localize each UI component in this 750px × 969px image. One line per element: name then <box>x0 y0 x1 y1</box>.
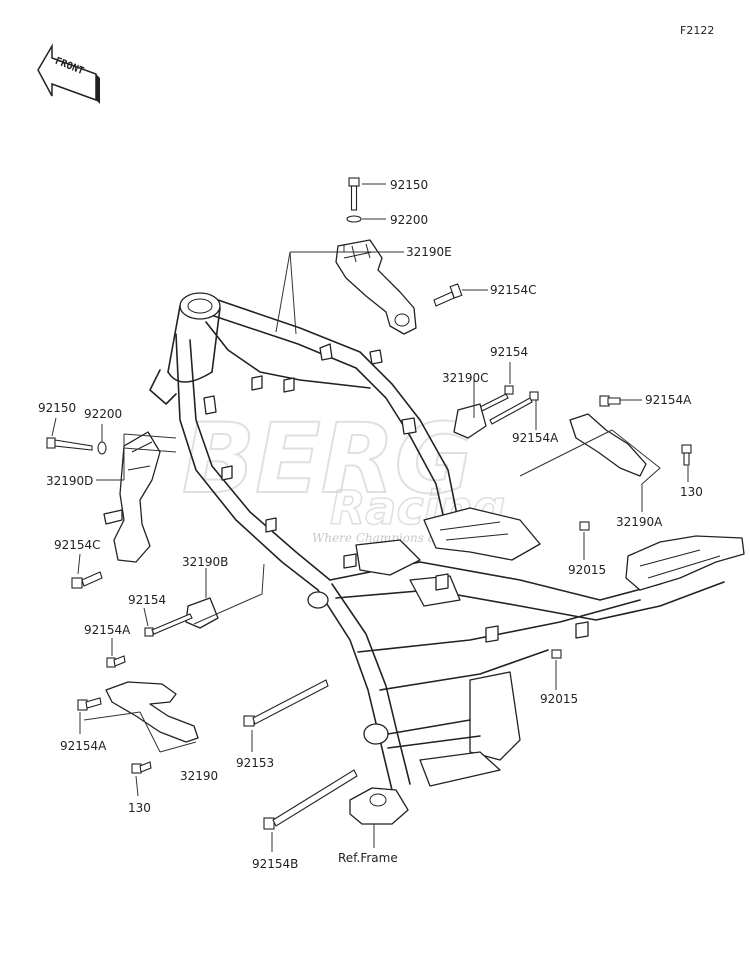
bracket-32190E <box>335 239 417 335</box>
label-92154A-mid: 92154A <box>512 431 559 445</box>
nut-92015-b <box>551 649 562 659</box>
bolt-92153 <box>243 679 329 727</box>
bracket-32190D <box>103 431 161 563</box>
label-130-left: 130 <box>128 801 151 815</box>
nut-92015-a <box>579 521 590 531</box>
bolt-92154A-mid <box>489 391 539 425</box>
label-ref-frame: Ref.Frame <box>338 851 398 865</box>
label-92154A-left2: 92154A <box>60 739 107 753</box>
label-92154C-left: 92154C <box>54 538 101 552</box>
label-32190C: 32190C <box>442 371 489 385</box>
front-arrow-icon: FRONT <box>37 43 100 104</box>
label-92200-top: 92200 <box>390 213 428 227</box>
bracket-32190B <box>185 597 219 629</box>
sheet-code: F2122 <box>680 24 714 37</box>
label-32190D: 32190D <box>46 474 93 488</box>
label-32190E: 32190E <box>406 245 452 259</box>
label-92015-b: 92015 <box>540 692 578 706</box>
label-92153: 92153 <box>236 756 274 770</box>
bolt-130-left <box>131 761 152 774</box>
label-92154A-right: 92154A <box>645 393 692 407</box>
label-92154-left: 92154 <box>128 593 166 607</box>
bolt-92150-top <box>348 177 360 211</box>
label-92154B: 92154B <box>252 857 298 871</box>
washer-92200-left <box>97 441 107 455</box>
bolt-92154B <box>263 769 358 830</box>
label-92154-mid: 92154 <box>490 345 528 359</box>
bolt-92154A-left2 <box>77 697 102 711</box>
label-32190A: 32190A <box>616 515 663 529</box>
watermark-brand: BERG <box>182 403 473 515</box>
bracket-32190A <box>569 413 647 477</box>
label-92154A-left1: 92154A <box>84 623 131 637</box>
washer-92200-top <box>346 215 362 223</box>
bolt-92154-left <box>144 613 193 637</box>
bolt-92154C-top <box>433 283 463 307</box>
bracket-32190 <box>105 681 199 743</box>
label-32190B: 32190B <box>182 555 228 569</box>
label-92015-a: 92015 <box>568 563 606 577</box>
bolt-130-right <box>681 444 692 466</box>
label-92150-top: 92150 <box>390 178 428 192</box>
part-labels: 92150 92200 32190E 92154C 92154 32190C 9… <box>38 178 703 871</box>
leader-lines <box>51 183 689 852</box>
label-130-right: 130 <box>680 485 703 499</box>
label-32190: 32190 <box>180 769 218 783</box>
bolt-92154A-right <box>599 395 621 407</box>
watermark-logo: BERG Racing Where Champions are made <box>181 402 506 545</box>
bolt-92154C-left <box>71 571 103 589</box>
bolt-92154A-left1 <box>106 655 126 668</box>
bracket-32190C <box>453 403 487 439</box>
label-92200-left: 92200 <box>84 407 122 421</box>
bolt-92150-left <box>46 437 93 451</box>
label-92154C-top: 92154C <box>490 283 537 297</box>
frame-assembly <box>149 292 745 825</box>
label-92150-left: 92150 <box>38 401 76 415</box>
